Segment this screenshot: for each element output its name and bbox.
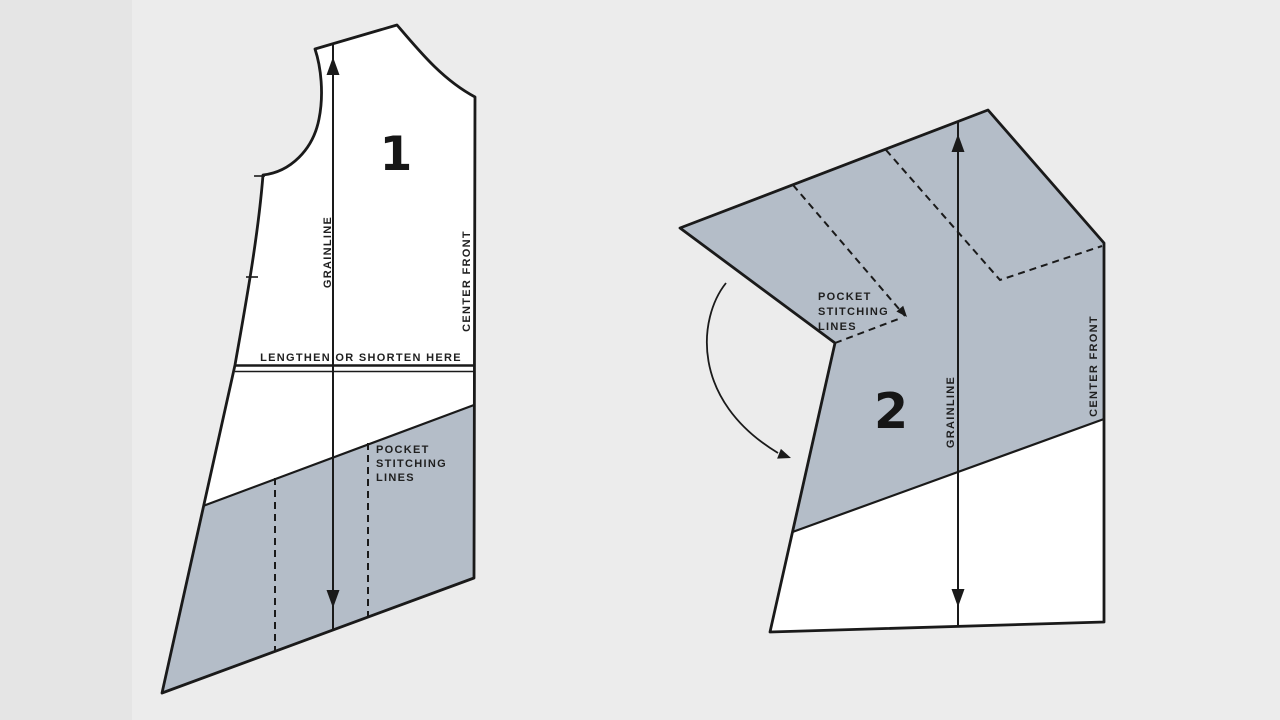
piece-2-outline: [678, 108, 1106, 634]
stitching-arrowhead-icon: [896, 305, 907, 317]
pattern-piece-1: 1 GRAINLINE CENTER FRONT LENGTHEN OR SHO…: [160, 23, 477, 695]
piece-1-outline: [160, 23, 477, 695]
grainline-label: GRAINLINE: [945, 376, 957, 448]
pattern-piece-2: 2 GRAINLINE CENTER FRONT POCKET STITCHIN…: [678, 108, 1106, 634]
arrow-up-icon: [951, 134, 965, 152]
pocket-stitching-label-1: POCKET STITCHING LINES: [376, 444, 447, 484]
arrow-up-icon: [326, 57, 340, 75]
pocket-label-line: STITCHING: [818, 306, 889, 318]
pocket-stitching-label-2: POCKET STITCHING LINES: [818, 291, 889, 333]
fold-direction-arrow: [706, 282, 791, 459]
lengthen-shorten-label: LENGTHEN OR SHORTEN HERE: [260, 352, 462, 364]
pocket-label-line: LINES: [818, 321, 857, 333]
pocket-stitching-line: [885, 149, 1103, 282]
piece-number: 2: [874, 383, 908, 440]
fold-arrowhead-icon: [777, 448, 791, 459]
pocket-stitching-line: [792, 184, 906, 317]
grainline-label: GRAINLINE: [322, 216, 334, 288]
arrow-down-icon: [326, 590, 340, 608]
pocket-label-line: POCKET: [818, 291, 872, 303]
grainline-arrow-2: [951, 122, 965, 627]
pocket-fold-edge-2: [792, 417, 1105, 534]
pocket-fold-edge-1: [202, 403, 475, 508]
piece-number: 1: [380, 127, 413, 182]
piece-1-pocket-area: [162, 405, 474, 693]
center-front-label: CENTER FRONT: [461, 230, 473, 332]
arrow-down-icon: [951, 589, 965, 607]
center-front-label: CENTER FRONT: [1088, 315, 1100, 417]
background-left-band: [0, 0, 132, 720]
pocket-label-line: POCKET: [376, 444, 430, 456]
grainline-arrow-1: [326, 45, 340, 630]
pocket-label-line: STITCHING: [376, 458, 447, 470]
pocket-label-line: LINES: [376, 472, 415, 484]
